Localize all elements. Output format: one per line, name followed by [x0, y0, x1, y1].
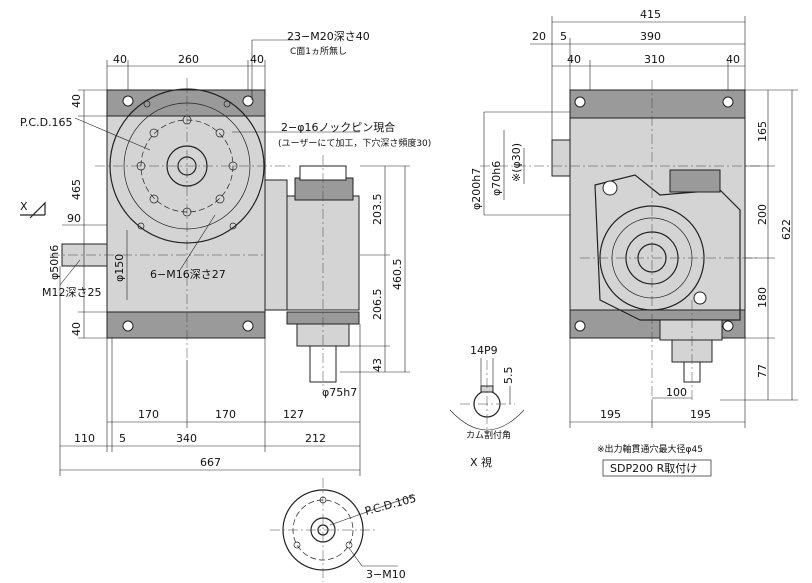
dim-100: 100 [666, 386, 687, 399]
dim-460-5: 460.5 [391, 259, 404, 291]
dim-40-left-top: 40 [70, 94, 83, 108]
dim-465: 465 [70, 179, 83, 200]
dim-127: 127 [283, 408, 304, 421]
dim-phi200h7: φ200h7 [470, 168, 483, 210]
dim-5-side: 5 [560, 30, 567, 43]
bolt [242, 95, 254, 107]
side-motor-top [669, 169, 721, 193]
flange-holes [136, 100, 238, 230]
side-plate [264, 179, 288, 311]
dim-40-top-right: 40 [250, 53, 264, 66]
dim-20: 20 [532, 30, 546, 43]
dim-phi50: φ50h6 [48, 245, 61, 280]
note-cam-angle: カム割付角 [466, 429, 511, 441]
dim-170-a: 170 [138, 408, 159, 421]
side-labels: 415 20 5 390 40 310 40 195 195 100 ※出力軸貫… [470, 8, 793, 475]
note-knock-pin-2: (ユーザーにて加工，下穴深さ頻度30) [278, 137, 431, 149]
note-hollow-shaft: ※出力軸貫通穴最大径φ45 [597, 443, 703, 455]
label-x-view: X 視 [470, 455, 492, 469]
note-m20: 23−M20深さ40 [287, 30, 370, 43]
bolt [122, 95, 134, 107]
label-pcd105: P.C.D.105 [363, 492, 417, 518]
dim-14p9: 14P9 [470, 344, 498, 357]
dim-phi75: φ75h7 [322, 386, 357, 399]
label-pcd165: P.C.D.165 [20, 116, 73, 129]
dim-667: 667 [200, 456, 221, 469]
dim-195-a: 195 [600, 408, 621, 421]
side-bottom-flange-motor [659, 319, 723, 341]
dim-260: 260 [178, 53, 199, 66]
note-knock-pin: 2−φ16ノックピン現合 [281, 120, 395, 134]
dim-110: 110 [74, 432, 95, 445]
dim-622: 622 [780, 219, 793, 240]
flange-view [270, 478, 416, 582]
dim-5: 5 [119, 432, 126, 445]
side-boss [551, 139, 571, 177]
dim-40-left-bottom: 40 [70, 322, 83, 336]
dim-5-5: 5.5 [502, 367, 515, 385]
model-box [602, 459, 712, 477]
front-dims [59, 39, 410, 476]
dim-165: 165 [756, 121, 769, 142]
dim-43: 43 [371, 358, 384, 372]
dim-206-5: 206.5 [371, 289, 384, 321]
dim-phi150: φ150 [113, 254, 126, 282]
note-m12: M12深さ25 [42, 286, 102, 299]
note-m16: 6−M16深さ27 [150, 268, 226, 281]
dim-340: 340 [176, 432, 197, 445]
dim-203-5: 203.5 [371, 194, 384, 226]
dim-40-top-left: 40 [113, 53, 127, 66]
detail-labels: 14P9 5.5 カム割付角 X 視 [466, 344, 515, 469]
label-model: SDP200 R取付け [610, 462, 697, 475]
side-dims [483, 16, 798, 428]
note-3-m10: 3−M10 [366, 568, 406, 581]
dim-212: 212 [305, 432, 326, 445]
dim-180: 180 [756, 287, 769, 308]
bolt [242, 320, 254, 332]
side-top-flange [569, 89, 746, 119]
key-detail [449, 358, 525, 431]
dim-195-b: 195 [690, 408, 711, 421]
front-labels: 40 260 40 23−M20深さ40 C面1ヵ所無し P.C.D.165 2… [20, 30, 431, 469]
dim-310: 310 [644, 53, 665, 66]
dim-200: 200 [756, 204, 769, 225]
dim-77: 77 [756, 364, 769, 378]
dim-phi70h6: φ70h6 [490, 161, 503, 196]
label-x: X [20, 200, 28, 213]
view-arrow-x [20, 201, 46, 219]
note-c-face: C面1ヵ所無し [290, 45, 347, 57]
front-view [50, 78, 360, 390]
dim-40-side-left: 40 [567, 53, 581, 66]
dim-40-side-right: 40 [726, 53, 740, 66]
motor-top [294, 177, 354, 201]
dim-170-b: 170 [215, 408, 236, 421]
dim-90: 90 [67, 212, 81, 225]
dim-390: 390 [640, 30, 661, 43]
dim-415: 415 [640, 8, 661, 21]
flange-labels: P.C.D.105 3−M10 [363, 492, 417, 581]
dim-phi30: ※(φ30) [510, 143, 523, 182]
side-view [480, 80, 760, 400]
bolt [122, 320, 134, 332]
side-housing [569, 89, 746, 339]
housing-body [106, 89, 266, 339]
